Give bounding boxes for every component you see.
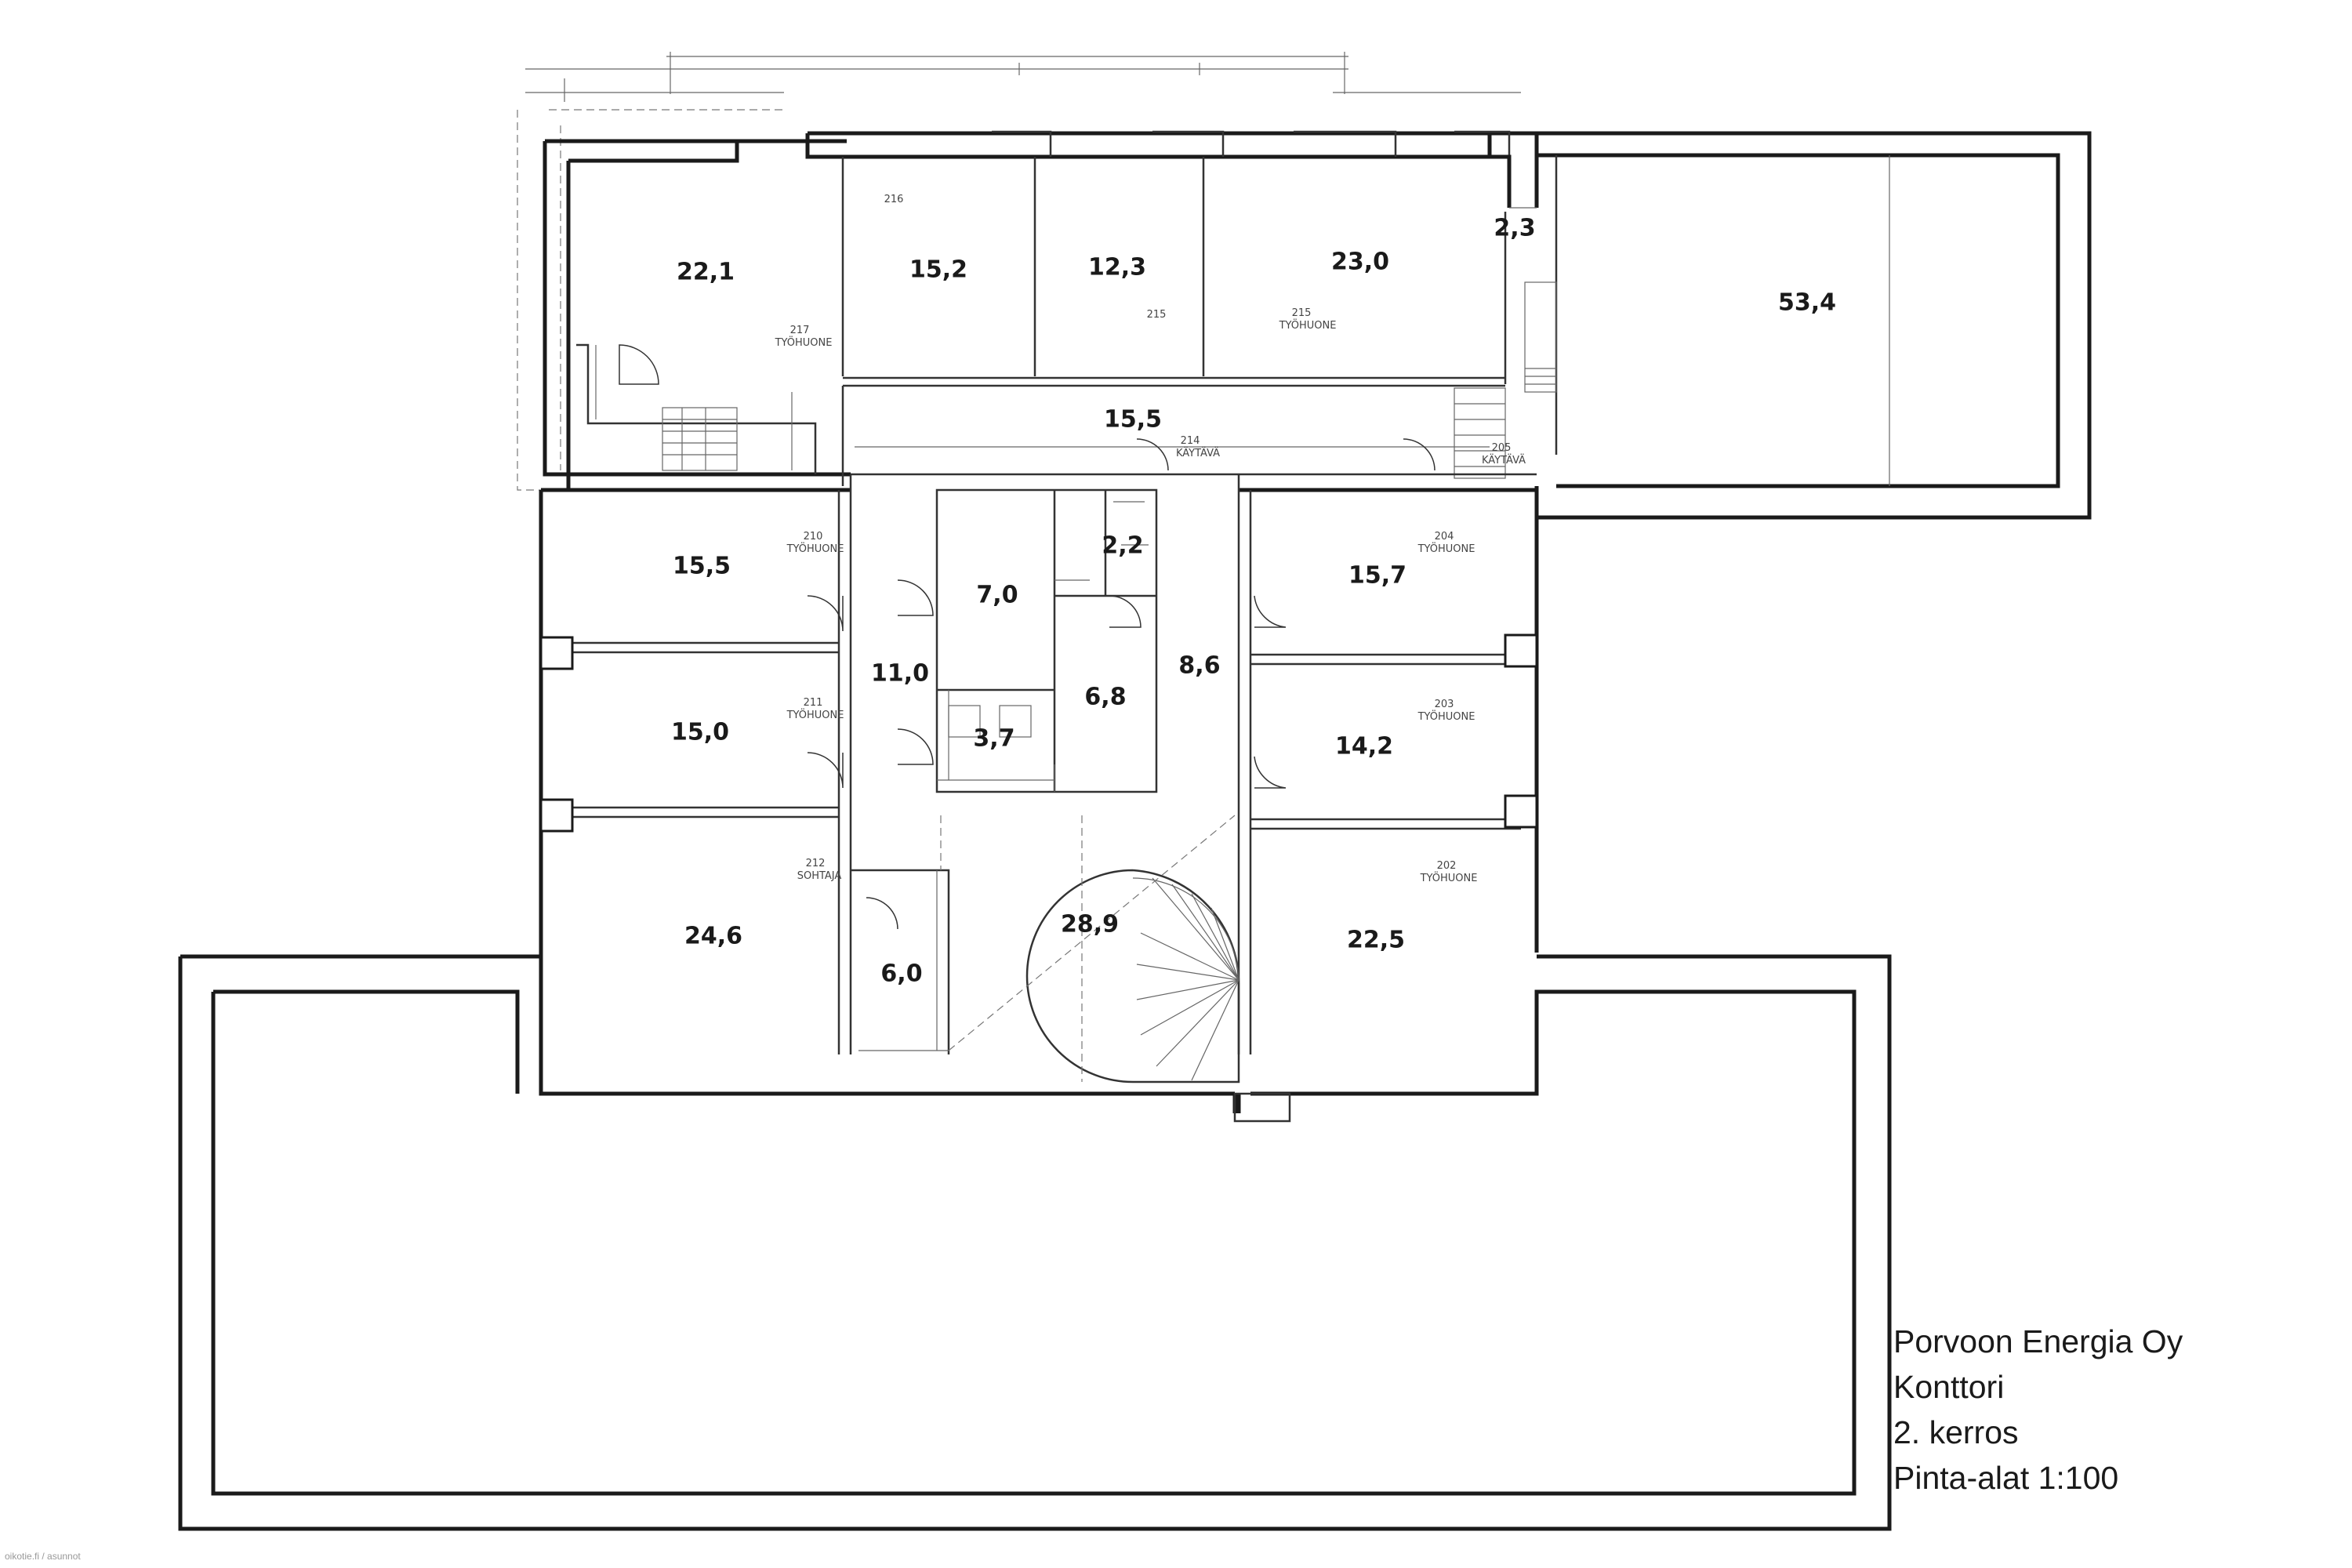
room-code-202: 202 [1437,860,1457,872]
room-area-6-0: 6,0 [880,960,922,988]
room-area-7-0: 7,0 [976,582,1018,609]
room-code-205: 205 [1492,442,1512,454]
room-code-215a: 215 [1147,309,1167,321]
room-type-210: TYÖHUONE [786,542,844,555]
room-type-204: TYÖHUONE [1417,542,1475,555]
room-code-216: 216 [884,194,904,205]
room-area-23-0: 23,0 [1331,249,1389,276]
room-code-217: 217 [790,325,810,336]
room-code-204: 204 [1435,531,1454,543]
top-dimension-lines [525,52,1521,102]
columns [539,633,1538,833]
upper-section-walls [541,130,1537,492]
room-code-215: 215 [1292,307,1312,319]
room-areas: 22,1 15,2 12,3 23,0 2,3 53,4 15,5 15,5 7… [671,215,1836,988]
room-area-2-3: 2,3 [1494,215,1535,242]
stair-top-left [662,407,738,471]
building-name: Konttori [1893,1369,2005,1405]
watermark: oikotie.fi / asunnot [5,1551,81,1562]
room-area-15-5: 15,5 [673,553,731,580]
room-area-14-2: 14,2 [1335,733,1393,760]
room-type-203: TYÖHUONE [1417,710,1475,723]
room-type-212: SOHTAJA [797,870,842,882]
room-area-15-2: 15,2 [909,256,967,284]
room-area-3-7: 3,7 [973,725,1014,753]
terrace-walls [178,954,1892,1531]
room-type-202: TYÖHUONE [1420,871,1478,884]
room-area-53-4: 53,4 [1778,289,1836,317]
room-area-8-6: 8,6 [1178,652,1220,680]
room-area-22-5: 22,5 [1347,927,1405,954]
room-area-12-3: 12,3 [1088,254,1146,281]
title-block: Porvoon Energia Oy Konttori 2. kerros Pi… [1893,1319,2183,1501]
room-code-210: 210 [804,531,823,543]
central-core [935,488,1158,793]
dashed-outline [517,109,784,491]
room-type-211: TYÖHUONE [786,708,844,721]
room-code-211: 211 [804,697,823,709]
room-6-0-walls [851,869,950,1054]
room-type-214: KÄYTÄVÄ [1176,447,1220,459]
room-area-24-6: 24,6 [684,923,742,950]
corridor [841,386,1537,486]
room-type-217: TYÖHUONE [775,336,833,349]
room-area-2-2: 2,2 [1102,532,1143,560]
room-area-28-9: 28,9 [1061,911,1119,938]
room-area-6-8: 6,8 [1084,684,1126,711]
stair-annex [1454,281,1557,479]
room-code-203: 203 [1435,699,1454,710]
upper-row-partitions [576,157,1507,474]
annex-walls [1509,131,2092,520]
room-code-214: 214 [1181,435,1200,447]
company-name: Porvoon Energia Oy [1893,1323,2183,1359]
room-area-11-0: 11,0 [871,660,929,688]
room-codes: 217 TYÖHUONE 216 215 215 TYÖHUONE 214 KÄ… [775,194,1526,884]
spiral-staircase [1025,869,1240,1083]
room-area-15-7: 15,7 [1348,562,1406,590]
room-area-15-0: 15,0 [671,719,729,746]
floor-label: 2. kerros [1893,1414,2019,1450]
doors [619,344,1436,930]
room-type-215: TYÖHUONE [1279,318,1337,332]
lobby-guides [940,815,1236,1082]
room-type-205: KÄYTÄVÄ [1482,454,1526,466]
room-area-22-1: 22,1 [677,259,735,286]
room-area-15-5-corridor: 15,5 [1104,406,1162,434]
room-code-212: 212 [806,858,826,869]
scale-note: Pinta-alat 1:100 [1893,1460,2119,1496]
